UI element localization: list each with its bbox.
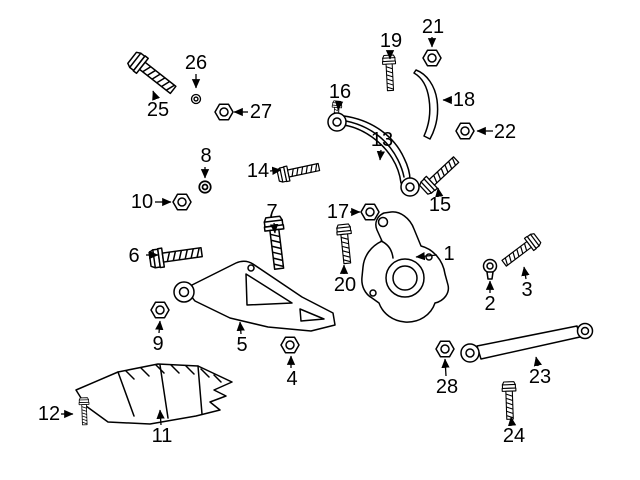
- arrow-13-upper-control-arm: [376, 149, 386, 161]
- callout-23-toe-link: 23: [528, 366, 552, 388]
- callout-8-grommet: 8: [200, 145, 212, 167]
- arrow-11-splash-shield: [156, 409, 165, 426]
- callout-2-washer-bolt: 2: [484, 293, 496, 315]
- arrow-9-nut: [155, 320, 164, 334]
- callout-28-nut: 28: [435, 376, 459, 398]
- stay-link-drawing: [413, 69, 439, 140]
- arrow-7-bolt: [269, 222, 279, 234]
- arrow-5-lower-control-arm: [236, 321, 245, 335]
- callout-18-stay-link: 18: [452, 89, 476, 111]
- callout-20-bolt: 20: [333, 274, 357, 296]
- callout-10-nut: 10: [130, 191, 154, 213]
- arrow-25-bolt: [152, 90, 160, 101]
- callout-3-bolt: 3: [521, 279, 533, 301]
- callout-4-nut: 4: [286, 368, 298, 390]
- callout-7-bolt: 7: [266, 201, 278, 223]
- callout-21-nut: 21: [421, 16, 445, 38]
- arrow-14-bolt: [269, 166, 282, 175]
- arrow-3-bolt: [521, 266, 530, 280]
- callout-26-washer: 26: [184, 52, 208, 74]
- callout-11-splash-shield: 11: [151, 425, 173, 447]
- arrow-23-toe-link: [533, 356, 542, 367]
- arrow-24-bolt: [507, 416, 517, 427]
- callout-17-nut: 17: [326, 201, 350, 223]
- arrow-16-bolt: [334, 100, 344, 111]
- callout-16-bolt: 16: [328, 81, 352, 103]
- arrow-28-nut: [441, 358, 450, 377]
- upper-control-arm-drawing: [327, 112, 420, 197]
- callout-27-nut: 27: [249, 101, 273, 123]
- callout-14-bolt: 14: [246, 160, 270, 182]
- callout-6-bolt: 6: [128, 245, 140, 267]
- callout-25-bolt: 25: [146, 99, 170, 121]
- callout-22-nut: 22: [493, 121, 517, 143]
- callout-19-bolt: 19: [379, 30, 403, 52]
- lower-control-arm-drawing: [173, 260, 336, 332]
- toe-link-drawing: [460, 322, 594, 363]
- arrow-15-bolt: [435, 187, 444, 198]
- callout-24-bolt: 24: [502, 425, 526, 447]
- arrow-1-knuckle: [415, 252, 438, 261]
- callout-15-bolt: 15: [428, 194, 452, 216]
- knuckle-drawing: [361, 211, 450, 323]
- callout-13-upper-control-arm: 13: [370, 129, 394, 151]
- callout-12-bolt: 12: [37, 403, 61, 425]
- callout-5-lower-control-arm: 5: [236, 334, 248, 356]
- callout-1-knuckle: 1: [443, 243, 455, 265]
- washer-bolt-2-drawing: [482, 258, 498, 280]
- callout-9-nut: 9: [152, 333, 164, 355]
- splash-shield-drawing: [75, 363, 233, 425]
